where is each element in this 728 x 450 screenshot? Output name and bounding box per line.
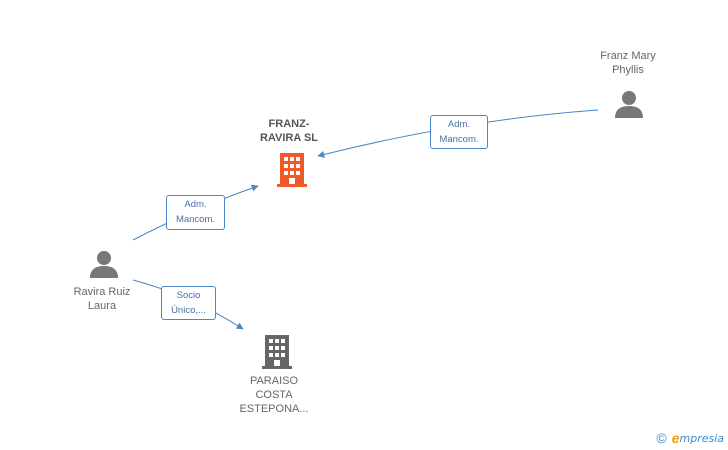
person-icon-ravira[interactable] xyxy=(89,249,119,279)
company-paraiso-name[interactable]: PARAISO COSTA ESTEPONA... xyxy=(239,375,309,415)
edge-label-ravira-to-paraiso[interactable]: Socio Único,... xyxy=(161,286,216,320)
edge-label-franz-to-main[interactable]: Adm. Mancom. xyxy=(430,115,488,149)
person-ravira-name[interactable]: Ravira Ruiz Laura xyxy=(73,286,131,312)
brand-logo-e: e xyxy=(671,430,680,446)
copyright-symbol: © xyxy=(656,430,667,446)
building-icon-paraiso[interactable] xyxy=(262,333,292,369)
footer-brand[interactable]: © e mpresia xyxy=(656,430,724,446)
person-franz-name[interactable]: Franz Mary Phyllis xyxy=(600,50,656,76)
company-main-name[interactable]: FRANZ- RAVIRA SL xyxy=(259,118,319,144)
edge-label-ravira-to-main[interactable]: Adm. Mancom. xyxy=(166,195,225,230)
brand-logo-text: mpresia xyxy=(679,431,724,445)
person-icon-franz[interactable] xyxy=(614,89,644,119)
building-icon-main[interactable] xyxy=(277,151,307,187)
